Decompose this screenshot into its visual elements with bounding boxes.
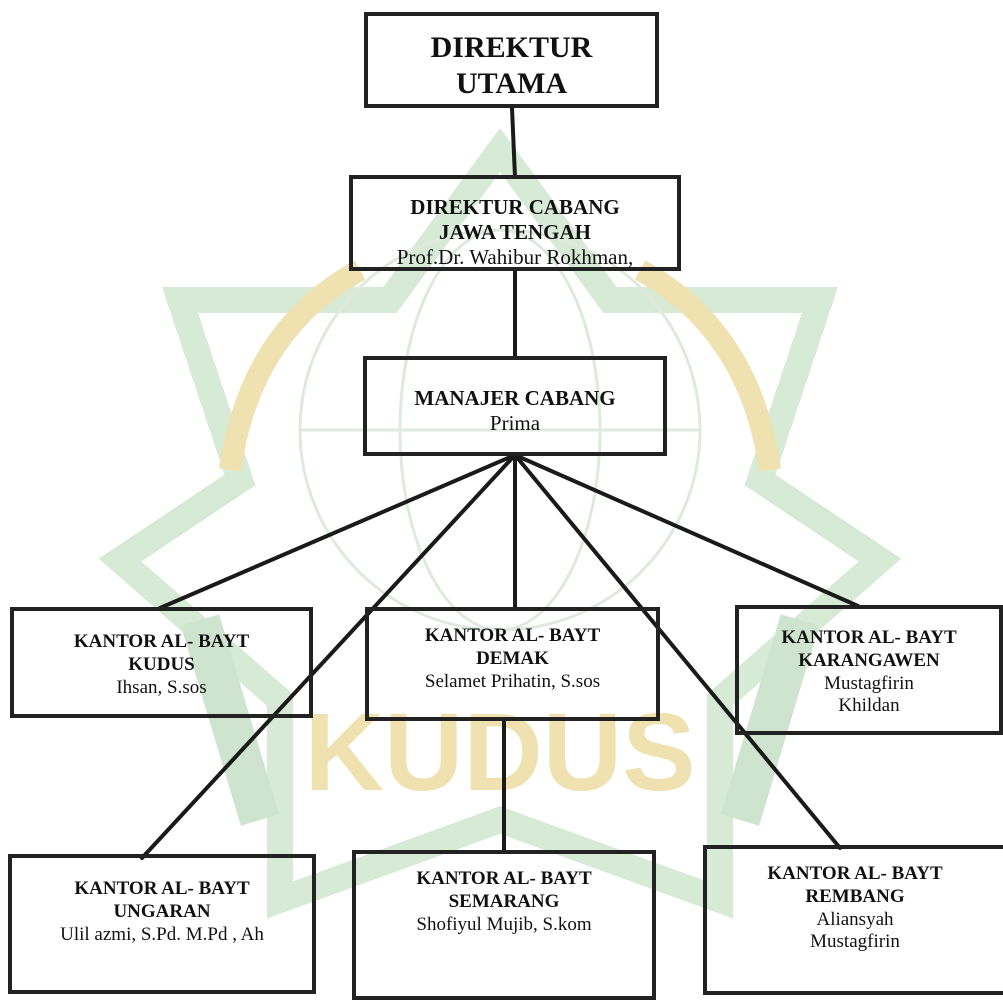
director-title-line1: DIREKTUR CABANG <box>410 195 620 219</box>
office-title-line2: KUDUS <box>128 653 195 675</box>
box-kantor-karangawen: KANTOR AL- BAYT KARANGAWEN Mustagfirin K… <box>735 605 1003 735</box>
office-title-line1: KANTOR AL- BAYT <box>74 878 250 899</box>
box-kantor-kudus: KANTOR AL- BAYT KUDUS Ihsan, S.sos <box>10 607 313 718</box>
office-title-line1: KANTOR AL- BAYT <box>416 868 592 889</box>
office-staff-name: Khildan <box>838 695 900 717</box>
office-title-line2: REMBANG <box>805 885 905 907</box>
box-kantor-ungaran: KANTOR AL- BAYT UNGARAN Ulil azmi, S.Pd.… <box>8 854 316 994</box>
watermark-text: KUDUS <box>304 691 695 814</box>
director-name: Prof.Dr. Wahibur Rokhman, <box>396 245 634 270</box>
emblem-arc-left <box>219 260 366 472</box>
emblem-pillar-right <box>720 614 820 826</box>
root-title-line2: UTAMA <box>455 67 568 100</box>
root-title-line1: DIREKTUR <box>430 31 593 64</box>
emblem-pillar-left <box>180 614 280 826</box>
manager-name: Prima <box>489 411 541 436</box>
connector-manager-to-kudus <box>158 453 517 610</box>
box-kantor-rembang: KANTOR AL- BAYT REMBANG Aliansyah Mustag… <box>703 845 1003 995</box>
box-manajer-cabang: MANAJER CABANG Prima <box>363 356 667 456</box>
office-title-line2: KARANGAWEN <box>798 649 940 671</box>
office-title-line2: UNGARAN <box>113 900 211 922</box>
manager-title: MANAJER CABANG <box>414 386 616 410</box>
office-title-line1: KANTOR AL- BAYT <box>73 631 250 652</box>
office-title-line1: KANTOR AL- BAYT <box>767 863 943 884</box>
box-direktur-cabang: DIREKTUR CABANG JAWA TENGAH Prof.Dr. Wah… <box>349 175 681 271</box>
office-title-line1: KANTOR AL- BAYT <box>781 627 957 648</box>
emblem-arc-right <box>634 260 781 472</box>
director-title-line2: JAWA TENGAH <box>439 220 591 245</box>
office-title-line1: KANTOR AL- BAYT <box>424 625 601 646</box>
office-staff-name: Ulil azmi, S.Pd. M.Pd , Ah <box>60 923 264 945</box>
office-staff-name: Shofiyul Mujib, S.kom <box>416 913 592 935</box>
box-kantor-semarang: KANTOR AL- BAYT SEMARANG Shofiyul Mujib,… <box>352 850 656 1000</box>
connector-manager-to-karangawen <box>513 453 860 608</box>
box-kantor-demak: KANTOR AL- BAYT DEMAK Selamet Prihatin, … <box>365 607 660 721</box>
office-title-line2: SEMARANG <box>448 890 560 912</box>
emblem-star-shape <box>98 128 902 919</box>
connector-manager-to-ungaran <box>140 453 517 860</box>
office-staff-name: Selamet Prihatin, S.sos <box>424 670 601 692</box>
office-title-line2: DEMAK <box>476 647 549 669</box>
connector-manager-to-rembang <box>513 453 842 850</box>
connector-root-to-director <box>510 106 517 179</box>
office-staff-name: Mustagfirin <box>824 672 914 694</box>
box-direktur-utama: DIREKTUR UTAMA <box>364 12 659 108</box>
office-staff-name: Mustagfirin <box>810 931 900 953</box>
office-staff-name: Aliansyah <box>816 908 894 930</box>
office-staff-name: Ihsan, S.sos <box>116 676 207 698</box>
